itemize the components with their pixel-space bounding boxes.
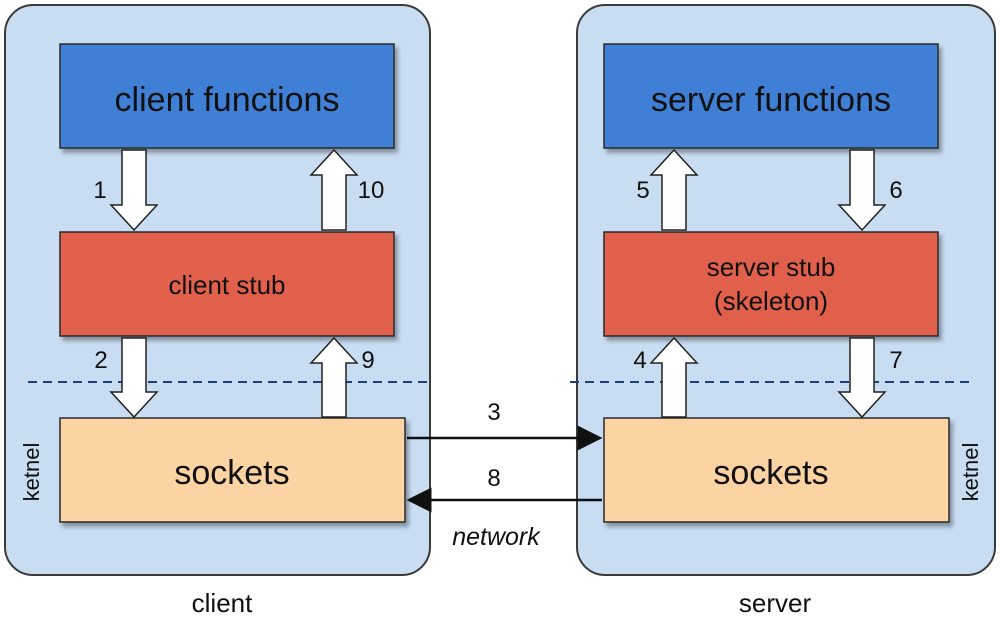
arrow-10-up xyxy=(309,148,359,231)
network-label: network xyxy=(452,523,541,551)
arrow-7-down xyxy=(837,337,887,419)
step-2-label: 2 xyxy=(94,347,107,374)
client-functions-box xyxy=(59,43,395,149)
server-sockets-label: sockets xyxy=(713,454,828,492)
step-1-label: 1 xyxy=(93,177,106,204)
client-kernel-label: ketnel xyxy=(19,443,44,502)
server-kernel-label: ketnel xyxy=(958,443,983,502)
client-stub-box xyxy=(59,231,395,337)
server-stub-label-line2: (skeleton) xyxy=(714,286,828,316)
server-title: server xyxy=(739,588,812,618)
server-stub-box xyxy=(603,231,939,337)
step-7-label: 7 xyxy=(889,347,902,374)
server-stub-label-line1: server stub xyxy=(707,252,836,282)
step-9-label: 9 xyxy=(361,347,374,374)
arrow-5-up xyxy=(649,148,699,231)
server-functions-box xyxy=(603,43,939,149)
server-sockets-box xyxy=(603,417,950,523)
client-title: client xyxy=(192,588,253,618)
server-functions-label: server functions xyxy=(651,81,891,119)
step-6-label: 6 xyxy=(889,177,902,204)
arrow-4-up xyxy=(649,336,699,418)
client-stub-label: client stub xyxy=(168,270,285,300)
client-sockets-box xyxy=(59,417,406,523)
arrow-9-up xyxy=(309,336,359,418)
arrow-6-down xyxy=(837,149,887,232)
arrow-1-down xyxy=(109,149,159,232)
client-sockets-label: sockets xyxy=(174,454,289,492)
step-5-label: 5 xyxy=(636,177,649,204)
step-10-label: 10 xyxy=(358,177,385,204)
step-8-label: 8 xyxy=(487,465,500,492)
client-functions-label: client functions xyxy=(115,81,340,119)
step-4-label: 4 xyxy=(633,347,646,374)
arrow-2-down xyxy=(109,337,159,419)
step-3-label: 3 xyxy=(487,399,500,426)
